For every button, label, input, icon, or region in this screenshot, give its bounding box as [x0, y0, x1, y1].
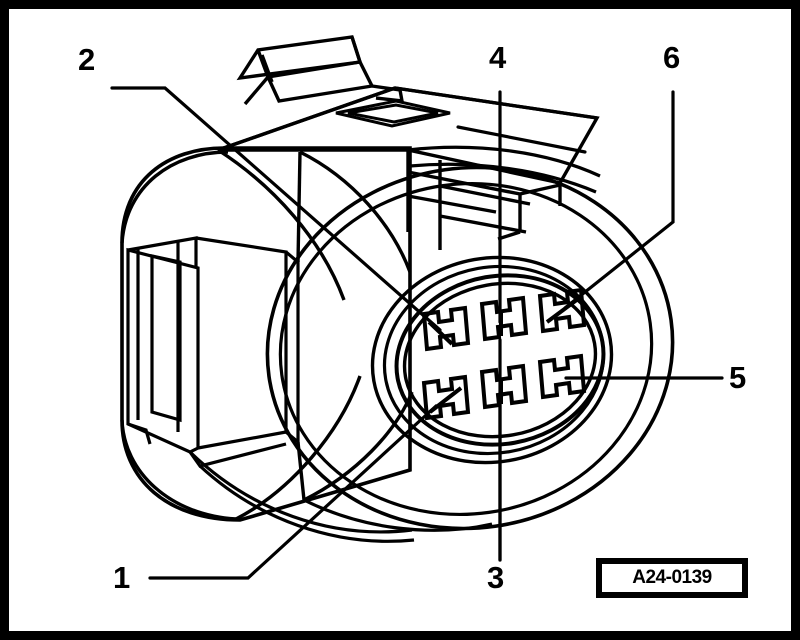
part-code-text: A24-0139	[632, 567, 712, 588]
callout-label-6: 6	[663, 40, 681, 75]
part-code-box: A24-0139	[596, 558, 748, 598]
connector-outer-shell	[120, 146, 412, 522]
callout-label-4: 4	[489, 40, 507, 75]
callout-label-5: 5	[729, 360, 747, 395]
pin-block-oval-inner	[402, 281, 598, 439]
pin-socket-upper-left	[421, 305, 471, 352]
callout-label-3: 3	[487, 560, 505, 595]
leader-line-2	[110, 86, 442, 332]
pin-socket-lower-right	[537, 353, 587, 400]
mid-oval-seat	[370, 255, 614, 465]
callout-label-1: 1	[113, 560, 131, 595]
leader-line-cross-top	[456, 125, 587, 154]
leader-line-6	[563, 90, 675, 310]
latch-clip-tab	[236, 35, 405, 106]
pin-socket-lower-middle	[479, 363, 529, 410]
top-face-diamond-detail	[335, 99, 451, 128]
outer-oval-flange	[265, 165, 675, 531]
outer-oval-flange-inner	[278, 181, 654, 517]
left-face-recess-window	[126, 236, 300, 468]
leader-line-1	[148, 404, 438, 580]
connector-body-left-contour	[120, 150, 237, 521]
pin-block-oval-outer	[394, 273, 606, 447]
pin-socket-upper-middle	[479, 295, 529, 342]
callout-leader-lines	[110, 86, 724, 580]
top-shell-contour	[407, 145, 601, 194]
callout-label-2: 2	[78, 42, 96, 77]
bottom-shell-contour	[188, 450, 493, 543]
